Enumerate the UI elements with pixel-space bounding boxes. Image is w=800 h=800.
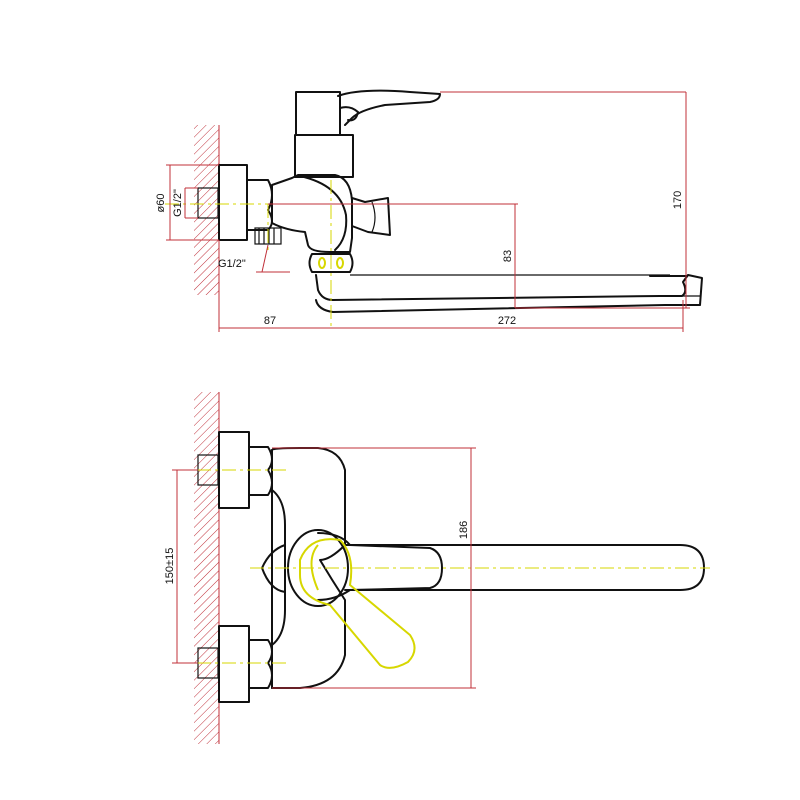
top-view: 150±15 186 — [164, 392, 710, 744]
lever-plan — [317, 532, 443, 601]
body-contour — [299, 175, 348, 251]
lever-alt-position — [299, 538, 416, 669]
dim-diameter: ø60 — [155, 194, 167, 213]
lever-detail — [339, 106, 359, 122]
escutcheon — [218, 164, 248, 241]
knob-detail — [371, 201, 376, 233]
side-view: ø60 G1/2" G1/2" 87 272 170 83 — [155, 89, 703, 332]
dim-inlet-spacing: 150±15 — [164, 548, 176, 585]
spout — [315, 274, 703, 313]
ring-hole — [336, 257, 344, 269]
dim-outlet-thread: G1/2" — [218, 258, 246, 270]
lower-escutcheon — [218, 625, 250, 703]
dim-total-height: 170 — [672, 191, 684, 209]
dim-inlet-thread: G1/2" — [172, 189, 184, 217]
lever-base — [295, 91, 341, 136]
swivel-ring — [308, 253, 354, 273]
threaded-outlet — [254, 227, 282, 245]
cartridge-housing — [294, 134, 354, 178]
ring-hole — [318, 257, 326, 269]
dim-spout-reach: 272 — [498, 315, 516, 327]
upper-nut — [248, 446, 273, 496]
diverter-knob — [351, 197, 391, 236]
wall-hatch-bottom — [194, 392, 219, 744]
dim-wall-to-axis: 87 — [264, 315, 276, 327]
dim-body-height: 186 — [458, 521, 470, 539]
dim-spout-height: 83 — [502, 250, 514, 262]
dimension-lines-bottom — [172, 447, 476, 689]
dimension-lines-top — [166, 91, 690, 332]
lever-alt-hub — [310, 544, 319, 591]
lever-handle — [337, 89, 441, 126]
lower-nut — [248, 639, 273, 689]
mixer-body — [271, 174, 353, 253]
